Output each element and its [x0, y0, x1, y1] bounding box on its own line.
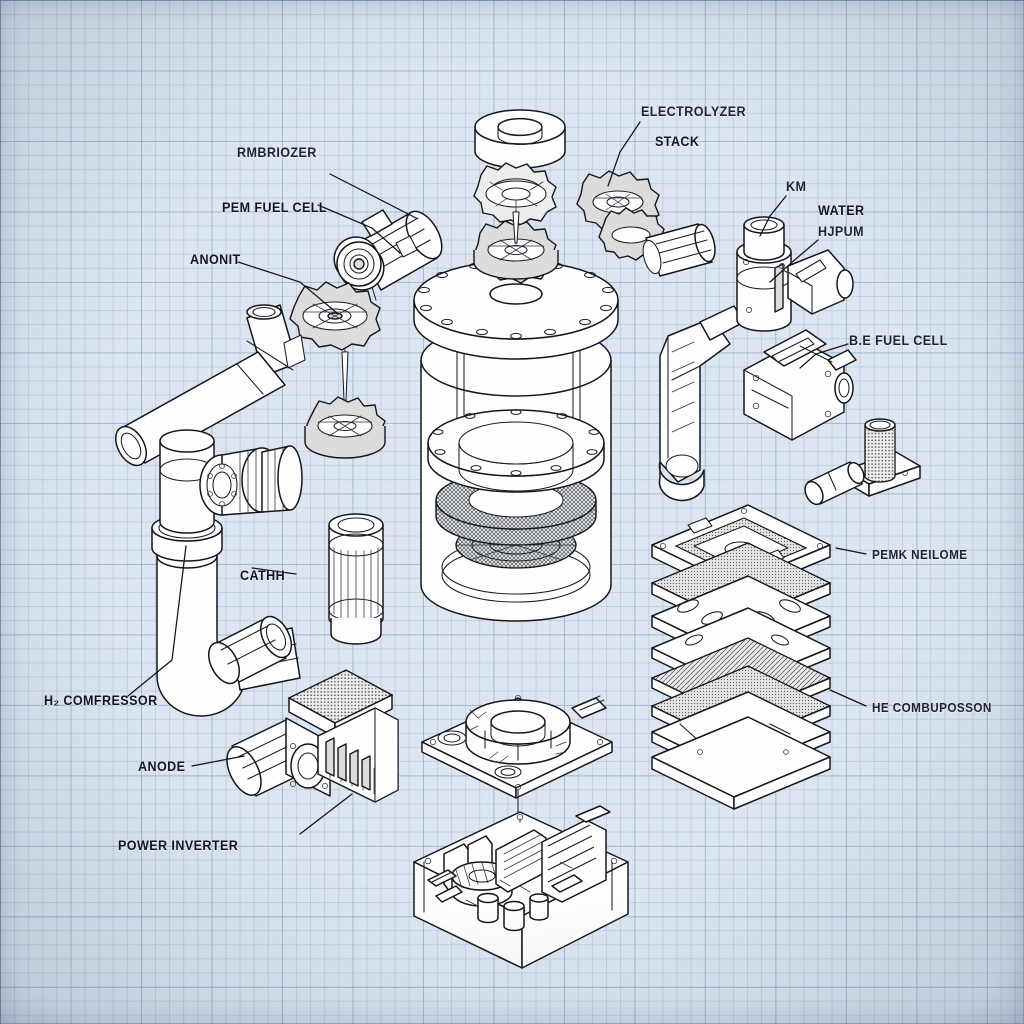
callout-label-cathh: CATHH — [240, 568, 286, 583]
callout-label-anonit: ANONIT — [190, 252, 241, 267]
callout-label-pem-fuel-cell: PEM FUEL CELL — [222, 200, 327, 215]
callout-label-h2-compressor-left: H₂ COMFRESSOR — [44, 693, 158, 708]
donut-ring — [474, 109, 566, 169]
inverter-cover — [421, 695, 613, 829]
motor-lower-left — [207, 615, 331, 797]
callout-label-power-inverter: POWER INVERTER — [118, 838, 239, 853]
inverter-pcb — [413, 805, 629, 969]
callout-leader-lines — [127, 121, 867, 835]
callout-label-b-e-fuel-cell: B.E FUEL CELL — [849, 333, 948, 348]
gear-cluster-top — [473, 109, 566, 284]
gear-upper — [473, 162, 557, 226]
callout-label-water: WATER — [818, 203, 865, 218]
callout-label-pem-membrane: PEMK NEILOME — [872, 548, 968, 562]
callout-label-electrolyzer: ELECTROLYZER — [641, 104, 747, 119]
plate-stack — [650, 504, 832, 810]
heat-exchanger — [287, 669, 399, 803]
gear-lower — [473, 220, 559, 284]
callout-label-h2-compressor-right: HE COMBUPOSSON — [872, 701, 992, 715]
inner-ring-flange — [427, 409, 605, 493]
mesh-filter-bracket — [804, 418, 921, 506]
callout-label-km: KM — [786, 179, 807, 194]
callout-label-anode: ANODE — [138, 759, 186, 774]
motor-upper-left — [333, 209, 443, 301]
duct-bracket — [658, 305, 745, 502]
filter-cartridge — [328, 513, 384, 645]
tee-pipe — [114, 304, 306, 467]
callout-label-stack: STACK — [655, 134, 700, 149]
callout-label-hjpum: HJPUM — [818, 224, 865, 239]
gear-cluster-right — [576, 170, 716, 277]
gear-small-left — [289, 281, 386, 459]
valve-block — [743, 329, 857, 441]
central-vessel — [413, 260, 619, 622]
callout-label-rmbriozer: RMBRIOZER — [237, 145, 317, 160]
bearing-flange — [199, 445, 303, 516]
flange-lid — [413, 260, 619, 360]
